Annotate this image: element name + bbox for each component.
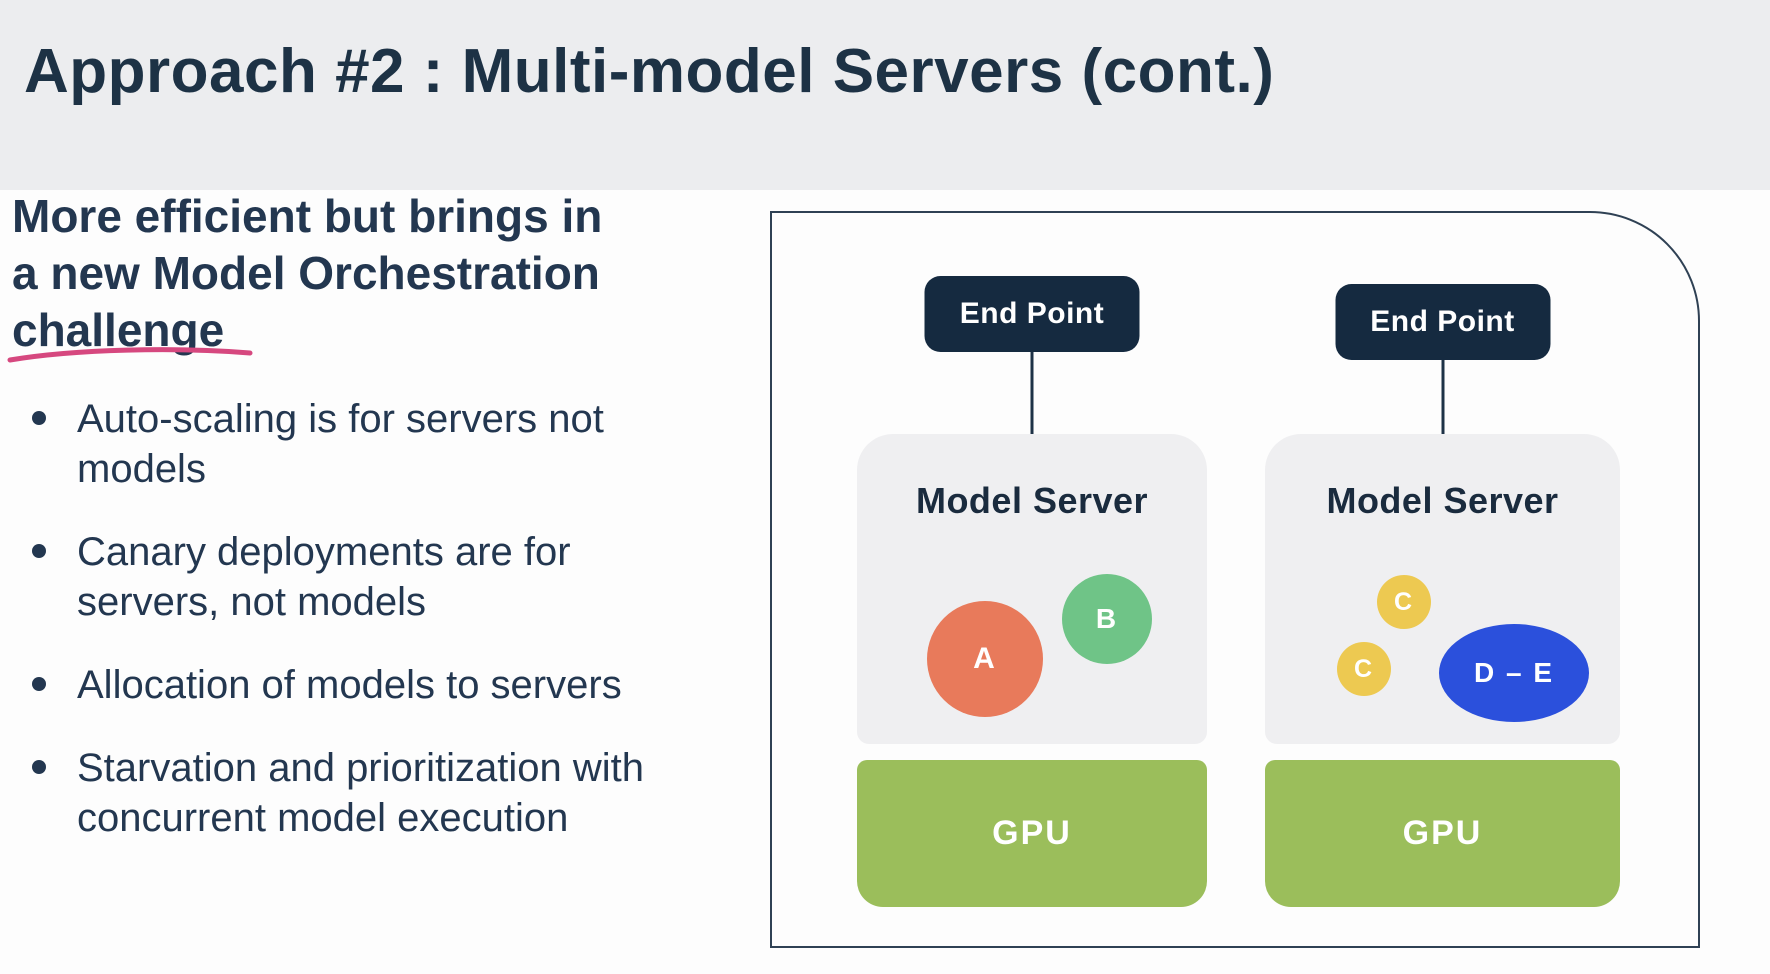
gpu-box: GPU [857,760,1207,907]
gpu-label: GPU [1402,814,1483,852]
bullet-item: Auto-scaling is for servers not models [30,394,644,494]
bullet-text: Canary deployments are for servers, not … [77,530,571,624]
gpu-label: GPU [992,814,1072,852]
bullet-dot [32,411,46,425]
endpoint-badge: End Point [924,276,1140,352]
pink-underline-decoration [7,347,253,363]
bullet-dot [32,677,46,691]
bullet-item: Canary deployments are for servers, not … [30,527,644,627]
gpu-box: GPU [1265,760,1620,907]
endpoint-badge: End Point [1335,284,1550,360]
page-title: Approach #2 : Multi-model Servers (cont.… [24,37,1275,106]
model-chip: D – E [1439,624,1589,722]
model-chip: C [1377,575,1431,629]
left-panel: More efficient but brings in a new Model… [0,190,740,974]
model-chip: B [1062,574,1152,664]
model-server-label: Model Server [1326,480,1559,521]
model-chip: C [1337,642,1391,696]
section-heading: More efficient but brings in a new Model… [12,190,603,356]
model-server-label: Model Server [915,480,1149,521]
bullet-item: Starvation and prioritization with concu… [30,743,644,843]
bullet-item: Allocation of models to servers [30,660,644,710]
bullet-text: Starvation and prioritization with concu… [77,746,644,840]
bullet-dot [32,544,46,558]
bullet-text: Auto-scaling is for servers not models [77,397,604,491]
connector-line [1441,360,1444,461]
connector-line [1030,352,1034,460]
bullet-text: Allocation of models to servers [77,663,622,707]
model-chip: A [927,601,1043,717]
bullet-dot [32,760,46,774]
title-band: Approach #2 : Multi-model Servers (cont.… [0,0,1770,190]
